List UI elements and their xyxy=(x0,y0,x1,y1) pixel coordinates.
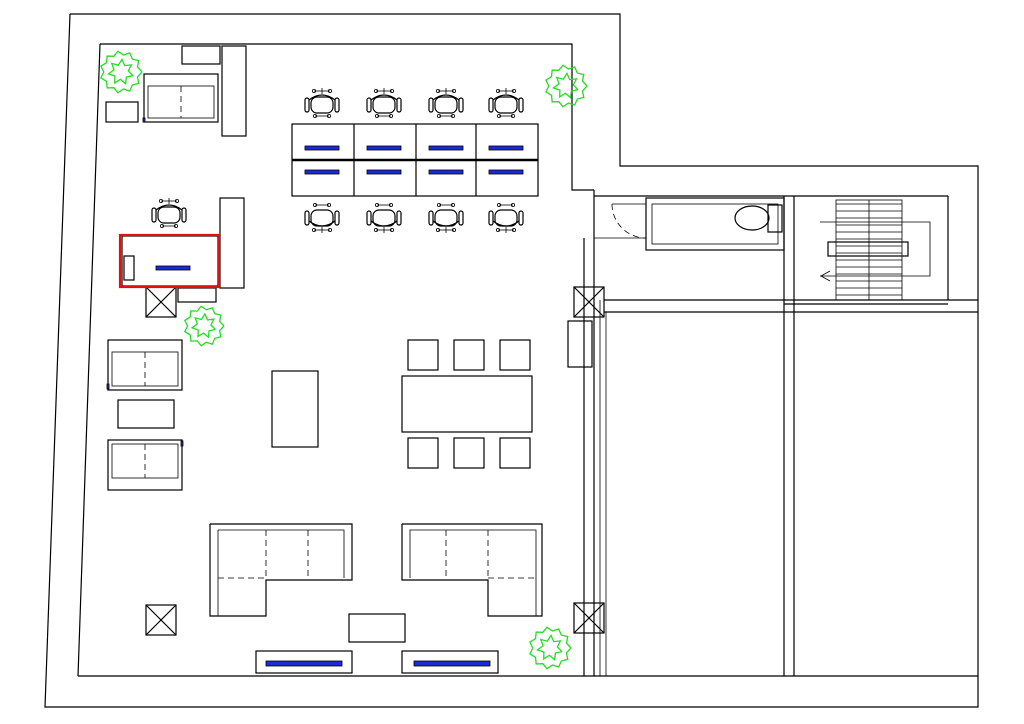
toilet-icon xyxy=(734,204,783,233)
right-wing xyxy=(583,190,978,676)
monitor xyxy=(428,145,464,151)
coffee-table-left xyxy=(117,399,175,429)
shaft-cross-icon xyxy=(573,286,605,318)
chair-icon xyxy=(488,202,524,233)
l-sofa-left xyxy=(209,523,353,617)
chair-icon xyxy=(304,88,340,119)
tv-unit-right xyxy=(401,650,499,674)
monitor xyxy=(488,169,524,175)
shaft-cross-icon xyxy=(145,286,177,318)
monitor xyxy=(428,169,464,175)
l-sofa-right xyxy=(401,523,543,617)
tv-unit-left xyxy=(255,650,353,674)
shaft-cross-icon xyxy=(145,604,177,636)
selection-highlight xyxy=(118,233,221,289)
chair-icon xyxy=(366,202,402,233)
plant-icon xyxy=(100,50,143,94)
meeting-table xyxy=(401,339,533,469)
center-table xyxy=(271,370,319,448)
chair-row-top xyxy=(304,88,524,119)
workstation-cluster xyxy=(291,88,539,233)
plant-icon xyxy=(183,305,225,347)
chair-icon xyxy=(428,202,464,233)
monitor-group xyxy=(304,145,524,175)
corridor-cabinet xyxy=(567,320,593,368)
manager-desk[interactable] xyxy=(118,197,245,303)
monitor xyxy=(366,145,402,151)
chair-icon xyxy=(428,88,464,119)
monitor xyxy=(366,169,402,175)
stair-arrow-icon xyxy=(820,270,831,282)
monitor xyxy=(304,169,340,175)
chair-icon xyxy=(151,198,187,228)
monitor xyxy=(488,145,524,151)
left-sofa-lower xyxy=(107,439,184,491)
top-sofa xyxy=(142,73,219,123)
chair-icon xyxy=(151,198,187,228)
chair-icon xyxy=(488,88,524,119)
stairwell xyxy=(820,199,931,301)
top-left-cabinets xyxy=(105,45,247,137)
outer-walls xyxy=(44,13,979,708)
chair-icon xyxy=(366,88,402,119)
monitor xyxy=(304,145,340,151)
left-sofa-upper xyxy=(106,339,183,391)
shaft-cross-icon xyxy=(573,602,605,634)
plant-group xyxy=(100,50,588,670)
toilet-room xyxy=(594,197,785,251)
coffee-table-bottom xyxy=(348,613,406,643)
plant-icon xyxy=(545,64,588,108)
plant-icon xyxy=(529,626,572,670)
chair-icon xyxy=(304,202,340,233)
stair-treads xyxy=(836,200,902,300)
chair-row-bottom xyxy=(304,202,524,233)
